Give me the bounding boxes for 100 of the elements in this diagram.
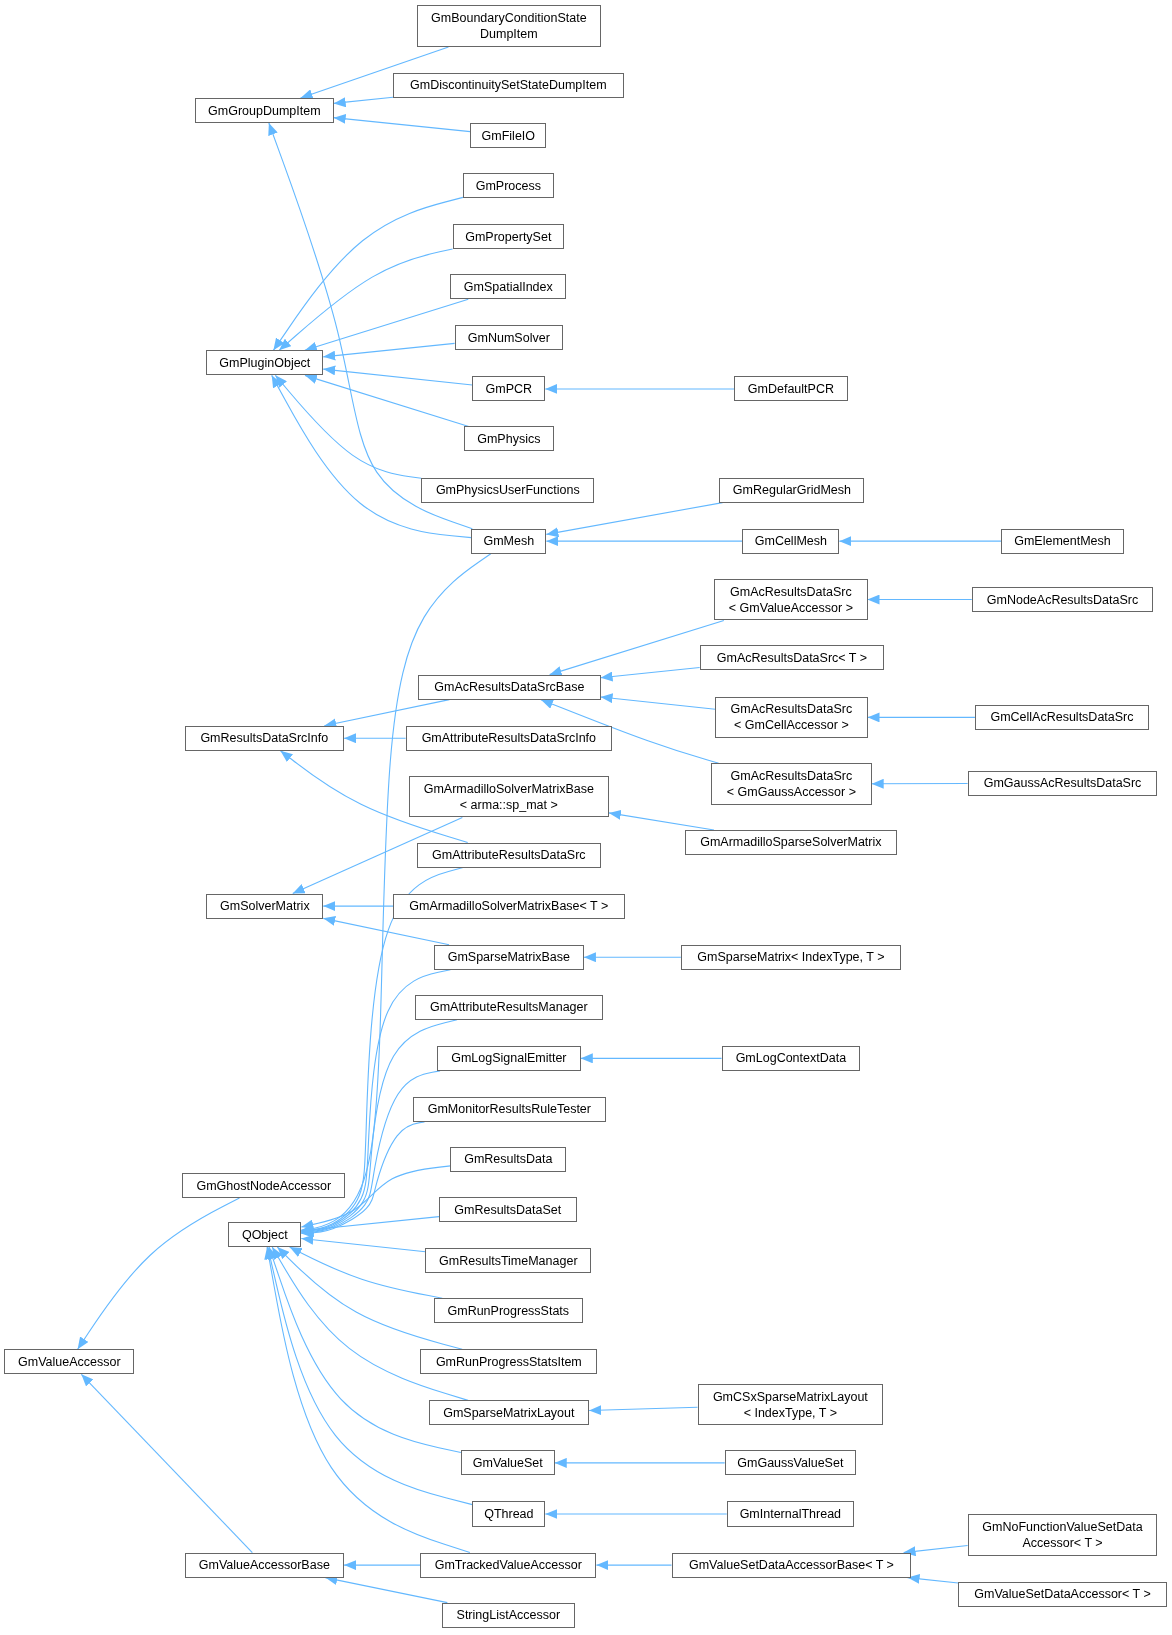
class-name: GmArmadilloSparseSolverMatrix — [700, 834, 882, 851]
class-box — [974, 704, 1150, 730]
class-box — [452, 224, 565, 250]
class-box — [711, 763, 872, 805]
class-box — [415, 994, 603, 1020]
class-name: GmElementMesh — [1014, 533, 1111, 550]
class-box — [724, 1450, 857, 1476]
class-box — [680, 944, 901, 970]
class-box — [412, 1096, 606, 1122]
class-name: GmNumSolver — [467, 329, 550, 346]
inheritance-arrow — [300, 1165, 451, 1230]
inheritance-arrow — [871, 778, 969, 789]
inheritance-arrow — [549, 619, 725, 676]
inheritance-arrow — [264, 1246, 471, 1554]
class-name: GmValueSet — [472, 1454, 543, 1471]
class-box — [184, 725, 345, 751]
class-name: GmMesh — [483, 533, 535, 550]
class-name: GmArmadilloSolverMatrixBase< T > — [409, 898, 609, 915]
class-box — [721, 1045, 861, 1071]
class-name: GmRegularGridMesh — [732, 482, 851, 499]
class-box — [182, 1173, 346, 1199]
class-box — [464, 426, 554, 452]
class-name: GmAttributeResultsDataSrc — [432, 847, 586, 863]
class-name: GmCSxSparseMatrixLayout < IndexType, T > — [711, 1388, 869, 1421]
inheritance-arrow — [333, 113, 471, 133]
class-box — [714, 578, 868, 621]
class-name: GmAttributeResultsManager — [429, 999, 588, 1016]
inheritance-arrow — [580, 1053, 723, 1064]
inheritance-arrow — [588, 1405, 699, 1416]
class-name: GmAcResultsDataSrc < GmValueAccessor > — [727, 583, 854, 616]
class-name: GmPluginObject — [219, 354, 311, 371]
class-box — [472, 1501, 546, 1527]
inheritance-arrow — [300, 1234, 426, 1253]
class-box — [417, 5, 601, 47]
class-box — [433, 944, 584, 970]
inheritance-arrow — [268, 122, 473, 530]
inheritance-arrow — [867, 712, 976, 723]
class-name: GmValueAccessorBase — [198, 1557, 330, 1574]
class-name: GmBoundaryConditionState DumpItem — [430, 10, 588, 43]
class-box — [671, 1552, 912, 1578]
class-box — [393, 73, 624, 98]
class-box — [420, 1349, 598, 1375]
class-name: GmSparseMatrixLayout — [443, 1404, 575, 1421]
class-name: GmSparseMatrixBase — [447, 949, 570, 966]
class-name: QObject — [241, 1226, 288, 1243]
inheritance-arrow — [268, 1246, 462, 1454]
class-box — [184, 1552, 345, 1578]
class-box — [228, 1222, 302, 1248]
inheritance-arrow — [274, 374, 422, 479]
class-box — [421, 477, 595, 503]
inheritance-arrow — [278, 248, 454, 351]
class-box — [436, 1045, 581, 1071]
inheritance-arrow — [265, 1246, 473, 1506]
class-box — [425, 1248, 592, 1274]
class-box — [4, 1349, 135, 1375]
inheritance-arrow — [272, 196, 464, 351]
class-name: GmSpatialIndex — [463, 278, 553, 295]
class-name: GmGaussAcResultsDataSrc — [983, 775, 1142, 792]
class-name: GmGroupDumpItem — [208, 102, 321, 119]
class-name: GmValueAccessor — [18, 1353, 121, 1370]
class-box — [685, 830, 897, 855]
class-name: GmGaussValueSet — [737, 1454, 844, 1471]
inheritance-arrow — [343, 733, 407, 744]
inheritance-arrow — [583, 952, 682, 963]
class-name: GmTrackedValueAccessor — [434, 1557, 582, 1574]
class-name: GmDefaultPCR — [747, 380, 834, 397]
inheritance-arrow — [304, 298, 469, 352]
class-name: GmPhysicsUserFunctions — [435, 482, 580, 499]
class-box — [417, 842, 601, 868]
class-box — [971, 587, 1154, 613]
class-name: GmLogSignalEmitter — [451, 1050, 567, 1067]
class-box — [734, 376, 848, 402]
class-name: GmPropertySet — [465, 228, 552, 245]
class-box — [405, 725, 613, 751]
class-name: GmMonitorResultsRuleTester — [427, 1101, 591, 1118]
class-box — [450, 274, 567, 300]
class-name: GmValueSetDataAccessorBase< T > — [688, 1557, 894, 1574]
class-box — [958, 1581, 1167, 1607]
class-name: GmAcResultsDataSrc < GmGaussAccessor > — [725, 768, 857, 801]
class-box — [433, 1298, 583, 1324]
inheritance-arrow — [545, 536, 743, 547]
class-box — [438, 1197, 577, 1223]
class-name: StringListAccessor — [456, 1607, 561, 1624]
class-box — [470, 123, 547, 149]
inheritance-arrow — [544, 383, 735, 394]
class-box — [472, 376, 546, 402]
class-box — [428, 1400, 590, 1426]
class-name: GmNoFunctionValueSetData Accessor< T > — [981, 1518, 1144, 1551]
inheritance-arrow — [322, 915, 450, 946]
class-box — [460, 1450, 555, 1476]
class-name: GmFileIO — [481, 127, 536, 144]
inheritance-arrow — [279, 750, 469, 844]
class-box — [719, 477, 865, 503]
inheritance-arrow — [600, 666, 701, 682]
class-box — [393, 893, 625, 919]
class-box — [1001, 528, 1124, 554]
inheritance-arrow — [322, 901, 394, 912]
class-name: GmGhostNodeAccessor — [196, 1177, 332, 1194]
inheritance-arrow — [903, 1544, 969, 1557]
class-name: GmResultsDataSrcInfo — [200, 730, 329, 747]
